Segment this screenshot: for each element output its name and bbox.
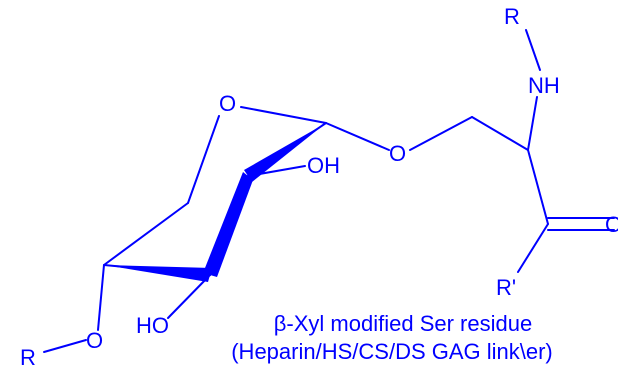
bond-n-r [525, 29, 541, 71]
atom-amine-r: R [504, 4, 520, 29]
bond-o-r [43, 339, 87, 353]
atom-ether-r: R [20, 345, 36, 370]
atom-carbonyl-oxygen: O [605, 212, 618, 237]
bond-c1-glyco-o [325, 122, 390, 151]
bond-carbonyl-r [517, 223, 549, 273]
caption-linker-note: (Heparin/HS/CS/DS GAG link\er) [231, 339, 553, 364]
bond-glyco-o-ch2 [409, 116, 473, 151]
atom-glycosidic-oxygen: O [389, 141, 406, 166]
bond-c4-o [97, 264, 105, 331]
bond-ringO-c1 [240, 106, 327, 124]
bond-c2-oh [247, 165, 306, 177]
bond-c5-c4 [103, 202, 189, 266]
atom-acyl-r: R' [496, 275, 516, 300]
wedge-c3-c4 [104, 265, 212, 282]
bond-calpha-carbonyl [527, 149, 549, 225]
atom-ring-oxygen: O [219, 91, 236, 116]
wedge-c2-c3 [203, 172, 253, 277]
atom-hydroxyl-3: OH [307, 153, 340, 178]
bond-ch2-calpha [471, 116, 529, 151]
atom-hydroxyl-2: HO [136, 313, 169, 338]
caption-title: β-Xyl modified Ser residue [274, 311, 532, 336]
bond-calpha-n [527, 96, 538, 151]
atom-amine: NH [528, 73, 560, 98]
atom-ether-oxygen: O [86, 328, 103, 353]
bond-ringO-c5 [187, 115, 220, 204]
bond-c3-ho [167, 274, 211, 319]
wedge-c1-c2 [244, 123, 326, 182]
